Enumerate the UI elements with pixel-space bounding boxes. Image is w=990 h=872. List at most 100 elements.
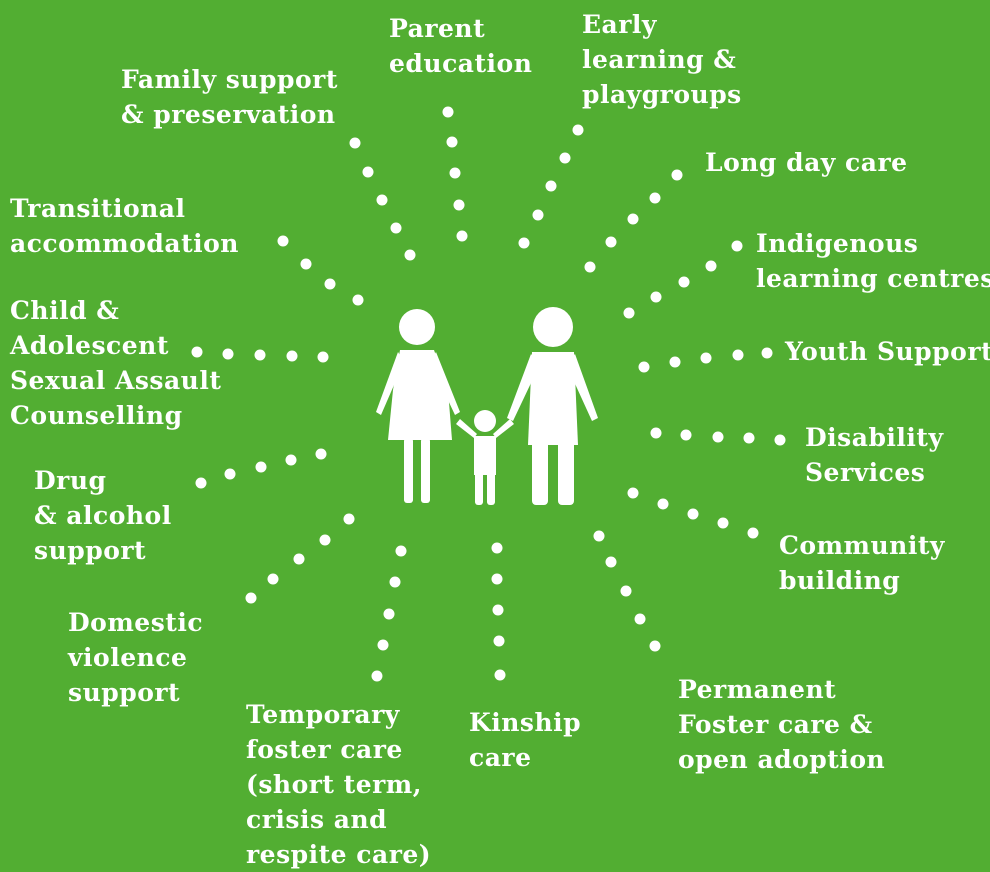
dot-ray-youth-support bbox=[638, 347, 773, 373]
connector-dot bbox=[224, 468, 236, 480]
connector-dot bbox=[352, 294, 364, 306]
connector-dot bbox=[717, 517, 729, 529]
connector-dot bbox=[774, 434, 786, 446]
connector-dot bbox=[449, 167, 461, 179]
connector-dot bbox=[255, 461, 267, 473]
connector-dot bbox=[222, 348, 234, 360]
connector-dot bbox=[267, 573, 279, 585]
connector-dot bbox=[362, 166, 374, 178]
connector-dot bbox=[680, 429, 692, 441]
connector-dot bbox=[700, 352, 712, 364]
connector-dot bbox=[446, 136, 458, 148]
connector-dot bbox=[293, 553, 305, 565]
connector-dot bbox=[747, 527, 759, 539]
connector-dot bbox=[494, 669, 506, 681]
connector-dot bbox=[324, 278, 336, 290]
connector-dot bbox=[286, 350, 298, 362]
dot-ray-parent-education bbox=[442, 106, 468, 242]
label-youth-support: Youth Support bbox=[785, 337, 990, 366]
connector-dot bbox=[572, 124, 584, 136]
connector-dot bbox=[705, 260, 717, 272]
connector-dot bbox=[395, 545, 407, 557]
label-family-support: Family support& preservation bbox=[121, 65, 338, 129]
connector-dot bbox=[317, 351, 329, 363]
connector-dot bbox=[493, 635, 505, 647]
dot-ray-long-day-care bbox=[584, 169, 683, 273]
dot-ray-disability-services bbox=[650, 427, 786, 446]
connector-dot bbox=[191, 346, 203, 358]
connector-dot bbox=[456, 230, 468, 242]
connector-dot bbox=[559, 152, 571, 164]
connector-dot bbox=[623, 307, 635, 319]
connector-dot bbox=[627, 213, 639, 225]
connector-dot bbox=[315, 448, 327, 460]
dot-ray-indigenous-learning bbox=[623, 240, 743, 319]
connector-dot bbox=[634, 613, 646, 625]
connector-dot bbox=[371, 670, 383, 682]
connector-dot bbox=[671, 169, 683, 181]
connector-dot bbox=[404, 249, 416, 261]
connector-dot bbox=[195, 477, 207, 489]
dot-ray-temporary-foster bbox=[371, 545, 407, 682]
connector-dot bbox=[649, 640, 661, 652]
connector-dot bbox=[390, 222, 402, 234]
connector-dot bbox=[518, 237, 530, 249]
connector-dot bbox=[620, 585, 632, 597]
connector-dot bbox=[650, 291, 662, 303]
connector-dot bbox=[669, 356, 681, 368]
dot-ray-drug-alcohol bbox=[195, 448, 327, 489]
connector-dot bbox=[678, 276, 690, 288]
connector-dot bbox=[491, 542, 503, 554]
connector-dot bbox=[491, 573, 503, 585]
connector-dot bbox=[687, 508, 699, 520]
dot-ray-domestic-violence bbox=[245, 513, 355, 604]
dot-ray-child-adolescent bbox=[191, 346, 329, 363]
connector-dot bbox=[732, 349, 744, 361]
connector-dot bbox=[743, 432, 755, 444]
connector-dot bbox=[657, 498, 669, 510]
label-long-day-care: Long day care bbox=[705, 148, 908, 177]
family-icon bbox=[376, 307, 598, 505]
connector-dot bbox=[377, 639, 389, 651]
dot-ray-community-building bbox=[627, 487, 759, 539]
connector-dot bbox=[627, 487, 639, 499]
connector-dot bbox=[319, 534, 331, 546]
connector-dot bbox=[712, 431, 724, 443]
connector-dot bbox=[285, 454, 297, 466]
connector-dot bbox=[453, 199, 465, 211]
connector-dot bbox=[383, 608, 395, 620]
connector-dot bbox=[593, 530, 605, 542]
connector-dot bbox=[442, 106, 454, 118]
connector-dot bbox=[638, 361, 650, 373]
connector-dot bbox=[649, 192, 661, 204]
connector-dot bbox=[277, 235, 289, 247]
connector-dot bbox=[532, 209, 544, 221]
connector-dot bbox=[376, 194, 388, 206]
dot-ray-family-support bbox=[349, 137, 416, 261]
connector-dot bbox=[254, 349, 266, 361]
connector-dot bbox=[605, 236, 617, 248]
dot-ray-transitional bbox=[277, 235, 364, 306]
connector-dot bbox=[761, 347, 773, 359]
dot-ray-permanent-foster bbox=[593, 530, 661, 652]
connector-dot bbox=[545, 180, 557, 192]
connector-dot bbox=[349, 137, 361, 149]
connector-dot bbox=[605, 556, 617, 568]
connector-dot bbox=[584, 261, 596, 273]
dot-ray-kinship-care bbox=[491, 542, 506, 681]
connector-dot bbox=[492, 604, 504, 616]
connector-dot bbox=[300, 258, 312, 270]
connector-dot bbox=[245, 592, 257, 604]
